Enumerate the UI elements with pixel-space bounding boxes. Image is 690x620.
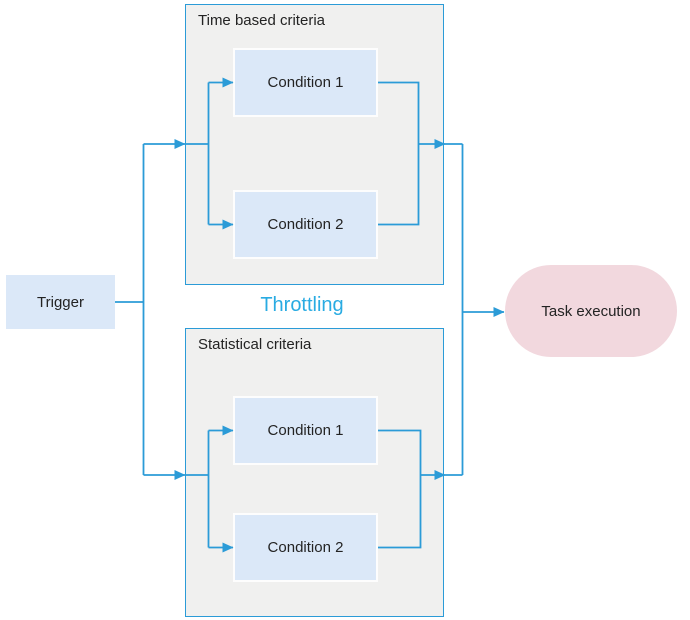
time-condition-2-node[interactable]: Condition 2 (233, 190, 378, 259)
statistical-criteria-group[interactable]: Statistical criteria Condition 1 Conditi… (185, 328, 444, 617)
task-execution-label: Task execution (541, 302, 641, 320)
statistical-condition-1-label: Condition 1 (267, 422, 344, 439)
time-condition-1-label: Condition 1 (267, 74, 344, 91)
statistical-condition-2-label: Condition 2 (267, 539, 344, 556)
task-execution-node[interactable]: Task execution (505, 265, 677, 357)
statistical-criteria-group-label: Statistical criteria (198, 336, 312, 353)
throttling-title: Throttling (260, 294, 344, 316)
time-condition-2-label: Condition 2 (267, 216, 344, 233)
time-criteria-group[interactable]: Time based criteria Condition 1 Conditio… (185, 4, 444, 285)
time-condition-1-node[interactable]: Condition 1 (233, 48, 378, 117)
time-criteria-group-label: Time based criteria (198, 12, 325, 29)
statistical-condition-2-node[interactable]: Condition 2 (233, 513, 378, 582)
trigger-node[interactable]: Trigger (6, 275, 115, 329)
trigger-label: Trigger (37, 293, 84, 311)
statistical-condition-1-node[interactable]: Condition 1 (233, 396, 378, 465)
